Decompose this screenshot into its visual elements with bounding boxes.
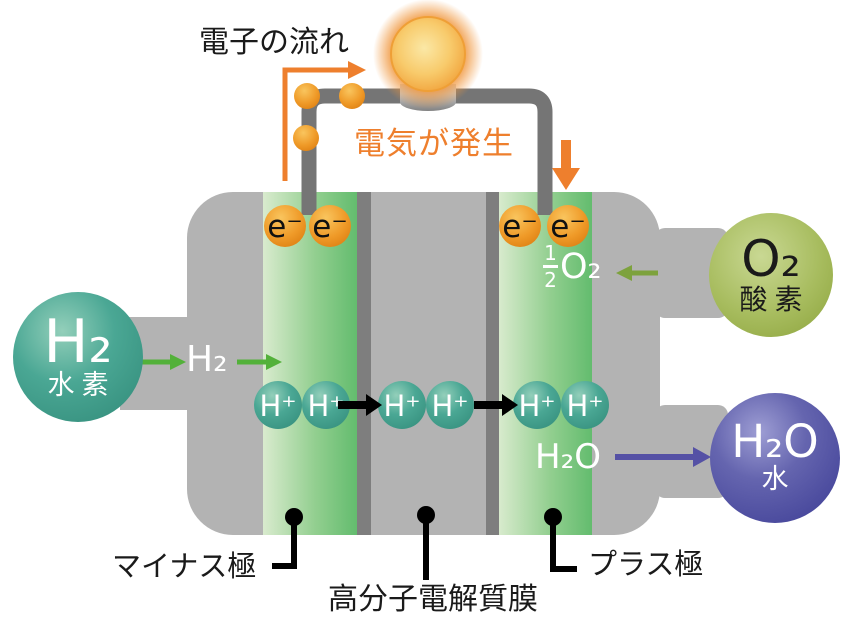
- plus-electrode-strip: [498, 192, 592, 535]
- proton-label: H⁺: [566, 389, 603, 423]
- electron-label: e⁻: [267, 209, 302, 245]
- electron-flow-arrow: [282, 61, 366, 181]
- light-bulb-icon: [390, 16, 466, 92]
- electricity-generated-label: 電気が発生: [354, 126, 514, 162]
- callout-lines: [272, 506, 577, 580]
- water-outlet-pipe: [655, 405, 728, 498]
- water-molecule-label: H₂O 水: [710, 394, 840, 524]
- hydrogen-formula: H₂: [43, 306, 113, 377]
- half-oxygen-label: 1 2 O₂: [543, 241, 602, 292]
- proton-label: H⁺: [431, 389, 468, 423]
- oxygen-name: 酸素: [739, 282, 810, 316]
- proton-label: H⁺: [259, 389, 296, 423]
- oxygen-molecule-label: O₂ 酸素: [709, 214, 833, 338]
- plus-electrode-label: プラス極: [588, 547, 704, 581]
- water-molecule-circle: [710, 393, 840, 523]
- fraction-bar: [543, 265, 558, 268]
- water-flow-arrow: [615, 447, 711, 467]
- minus-electrode-label: マイナス極: [112, 549, 257, 583]
- water-formula: H₂O: [731, 415, 819, 469]
- membrane-separator-left: [357, 192, 371, 535]
- membrane-separator-right: [486, 192, 499, 535]
- oxygen-flow-arrow: [616, 265, 658, 281]
- hydrogen-name: 水素: [47, 369, 116, 401]
- proton-flow-arrows: [338, 394, 518, 416]
- electron-label: e⁻: [312, 209, 347, 245]
- electron-label: e⁻: [502, 209, 537, 245]
- electricity-down-arrow: [552, 140, 580, 190]
- electron-balls: e⁻ e⁻ e⁻ e⁻: [264, 205, 589, 247]
- oxygen-formula: O₂: [741, 230, 801, 289]
- membrane-label: 高分子電解質膜: [328, 582, 538, 617]
- half-fraction: 1 2: [543, 241, 558, 292]
- hydrogen-flow-arrows: [142, 354, 282, 370]
- electron-flow-label: 電子の流れ: [199, 25, 349, 60]
- proton-balls: H⁺ H⁺ H⁺ H⁺ H⁺ H⁺: [254, 381, 609, 429]
- proton-label: H⁺: [518, 389, 555, 423]
- water-outflow-label: H₂O: [535, 437, 601, 477]
- proton-label: H⁺: [383, 389, 420, 423]
- wire-electron-balls: [293, 83, 365, 151]
- oxygen-inlet-pipe: [655, 228, 728, 318]
- hydrogen-inflow-label: H₂: [186, 339, 228, 380]
- hydrogen-molecule-circle: [13, 292, 143, 422]
- oxygen-molecule-circle: [709, 213, 833, 337]
- electron-label: e⁻: [550, 209, 585, 245]
- hydrogen-molecule-label: H₂ 水素: [13, 292, 143, 422]
- water-name: 水: [761, 464, 789, 496]
